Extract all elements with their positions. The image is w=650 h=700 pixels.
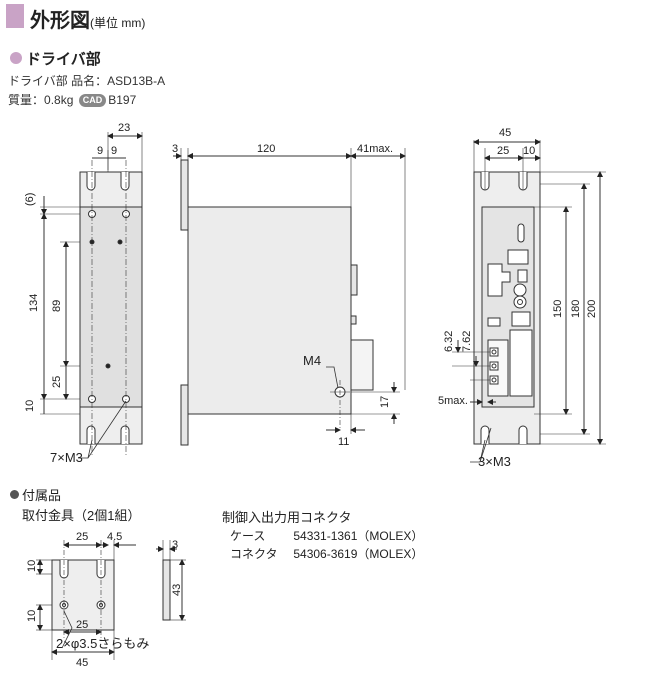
dim-bracket-45: 4.5 xyxy=(107,531,122,543)
right-connector-socket xyxy=(509,329,533,397)
dim-front-89: 89 xyxy=(51,300,63,312)
dim-side-3: 3 xyxy=(172,143,178,155)
driver-mass-label: 質量： xyxy=(8,93,45,107)
dim-right-5max: 5max. xyxy=(438,395,468,407)
dim-bracket-25bot: 25 xyxy=(76,619,88,631)
dim-right-25: 25 xyxy=(497,145,509,157)
front-screw-label: 7×M3 xyxy=(50,450,83,465)
dim-side-41max: 41max. xyxy=(357,143,393,155)
dim-bracket-45bot: 45 xyxy=(76,657,88,669)
dim-bracket-25top: 25 xyxy=(76,531,88,543)
dim-right-762: 7.62 xyxy=(461,331,473,352)
right-switch xyxy=(513,283,527,297)
driver-name-label: ドライバ部 品名： xyxy=(8,74,108,88)
cad-badge: CAD xyxy=(78,94,107,108)
dim-side-m4: M4 xyxy=(303,353,321,368)
side-bracket-top xyxy=(180,159,189,231)
dim-side-11: 11 xyxy=(338,436,349,448)
dim-bracket-43: 43 xyxy=(171,584,183,596)
side-knob xyxy=(350,264,358,296)
connector-row: コネクタ 54306-3619（MOLEX） xyxy=(230,545,423,562)
side-view xyxy=(173,148,406,446)
dim-right-180: 180 xyxy=(570,300,582,318)
dim-bracket-10a: 10 xyxy=(26,560,38,572)
connector-plug-value: 54306-3619（MOLEX） xyxy=(293,547,424,561)
driver-section-title: ドライバ部 xyxy=(26,51,101,68)
accessory-bullet-icon xyxy=(10,490,19,499)
dim-front-6: (6) xyxy=(24,193,36,206)
right-view xyxy=(452,139,606,463)
unit-label: (単位 mm) xyxy=(90,16,146,30)
right-led xyxy=(517,223,525,243)
dim-bracket-hole: 2×φ3.5さらもみ xyxy=(56,636,149,651)
right-screw-label: 3×M3 xyxy=(478,454,511,469)
bracket-drawing xyxy=(36,540,186,660)
section-bullet-icon xyxy=(10,52,22,64)
side-body xyxy=(187,206,352,415)
dim-right-10: 10 xyxy=(523,145,535,157)
dim-bracket-3: 3 xyxy=(172,539,178,551)
accessory-section-title: 付属品 xyxy=(22,488,62,503)
dim-side-120: 120 xyxy=(257,143,275,155)
dim-right-632: 6.32 xyxy=(443,331,455,352)
cad-code: B197 xyxy=(108,93,137,107)
side-bracket-bottom xyxy=(180,384,189,446)
connector-plug-label: コネクタ xyxy=(230,547,278,561)
dim-bracket-10b: 10 xyxy=(26,610,38,622)
bracket-side xyxy=(162,559,171,621)
dim-right-45: 45 xyxy=(499,127,511,139)
connector-title: 制御入出力用コネクタ xyxy=(222,510,352,525)
driver-mass-value: 0.8kg xyxy=(44,93,74,107)
dim-front-25: 25 xyxy=(51,376,63,388)
connector-case-value: 54331-1361（MOLEX） xyxy=(293,529,424,543)
front-heatsink xyxy=(79,206,143,408)
connector-row: ケース 54331-1361（MOLEX） xyxy=(230,527,423,544)
driver-name-value: ASD13B-A xyxy=(107,74,166,88)
dim-front-10: 10 xyxy=(24,400,36,412)
dim-front-23: 23 xyxy=(118,122,130,134)
title-accent-bar xyxy=(6,4,24,28)
connector-case-label: ケース xyxy=(230,529,266,543)
dim-right-200: 200 xyxy=(586,300,598,318)
page-title-text: 外形図 xyxy=(30,10,90,32)
page-title: 外形図(単位 mm) xyxy=(30,4,145,33)
dim-front-9a: 9 xyxy=(97,145,103,157)
dim-side-17: 17 xyxy=(379,396,391,408)
bracket-title: 取付金具（2個1組） xyxy=(22,508,141,523)
dim-front-9b: 9 xyxy=(111,145,117,157)
front-view xyxy=(40,132,143,459)
side-connector xyxy=(350,339,374,391)
driver-name-line: ドライバ部 品名：ASD13B-A xyxy=(8,72,165,89)
dim-right-150: 150 xyxy=(552,300,564,318)
dim-front-134: 134 xyxy=(28,294,40,312)
